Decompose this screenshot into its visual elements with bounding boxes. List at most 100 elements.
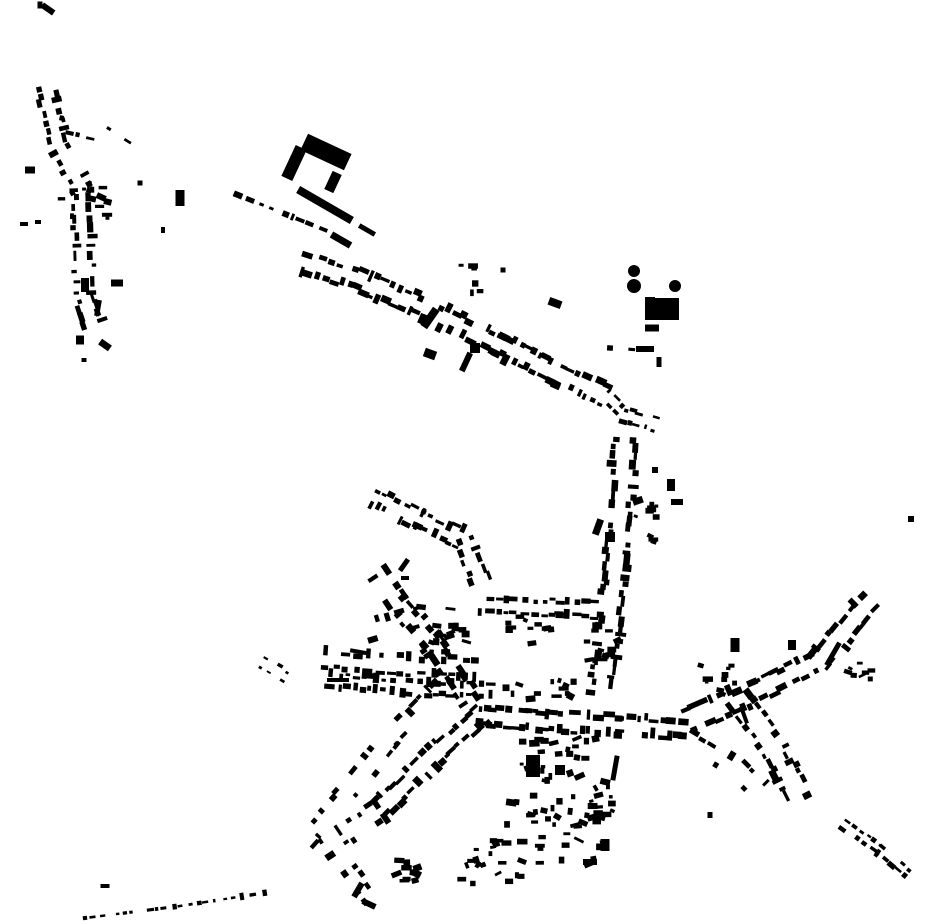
building: [473, 720, 486, 732]
building: [469, 703, 479, 713]
building: [420, 612, 429, 621]
building: [58, 124, 70, 132]
building: [405, 677, 414, 684]
building: [529, 346, 539, 356]
building: [573, 754, 581, 761]
building: [79, 170, 90, 178]
building: [607, 646, 617, 653]
building: [431, 737, 438, 745]
building: [581, 371, 594, 382]
building: [478, 706, 483, 712]
building: [857, 590, 868, 602]
building: [460, 559, 466, 567]
building: [445, 629, 456, 637]
building: [758, 692, 769, 702]
building: [393, 607, 405, 616]
building: [289, 213, 296, 221]
building: [57, 197, 66, 201]
building: [581, 598, 591, 604]
building: [605, 402, 613, 410]
building: [324, 170, 342, 194]
building: [707, 812, 713, 818]
building: [415, 603, 427, 611]
building: [412, 863, 423, 873]
building: [359, 686, 367, 694]
building: [399, 621, 406, 628]
building: [610, 490, 616, 502]
building: [129, 910, 133, 914]
building: [665, 716, 676, 725]
building: [444, 302, 454, 314]
building: [656, 357, 662, 367]
building: [420, 508, 427, 515]
building: [844, 818, 851, 825]
building: [467, 858, 477, 863]
building: [629, 437, 637, 444]
building: [445, 606, 456, 611]
building: [357, 869, 366, 878]
building: [583, 639, 591, 644]
building: [544, 776, 550, 784]
building: [329, 231, 353, 249]
building: [25, 166, 35, 174]
building: [561, 842, 570, 848]
building: [74, 232, 80, 241]
building: [746, 702, 754, 712]
building: [760, 671, 770, 679]
building: [94, 299, 102, 317]
building: [628, 347, 636, 352]
building: [405, 622, 417, 635]
building: [370, 797, 382, 810]
building: [409, 756, 419, 767]
building: [851, 823, 858, 830]
building: [824, 641, 842, 667]
building: [95, 204, 105, 209]
building: [489, 844, 497, 850]
building: [800, 673, 811, 682]
building: [87, 181, 92, 187]
building: [410, 502, 420, 510]
building: [535, 710, 546, 717]
building: [374, 501, 383, 511]
building: [784, 757, 795, 767]
building: [515, 614, 525, 619]
building: [570, 731, 578, 735]
building: [503, 334, 516, 345]
building: [352, 792, 359, 798]
building: [549, 597, 556, 601]
building: [794, 767, 802, 774]
building: [573, 824, 583, 829]
building: [60, 132, 68, 143]
building: [367, 573, 379, 584]
building: [599, 777, 611, 787]
building: [555, 600, 565, 605]
building: [392, 580, 402, 591]
building: [588, 799, 594, 804]
building: [73, 280, 81, 284]
building: [324, 850, 337, 862]
building: [741, 723, 751, 733]
building: [581, 393, 587, 401]
building: [479, 861, 487, 869]
building: [886, 860, 897, 871]
building: [281, 210, 290, 219]
building: [620, 574, 630, 582]
building: [677, 731, 687, 740]
building: [100, 884, 110, 888]
building: [37, 1, 43, 9]
building: [328, 279, 340, 287]
building: [767, 666, 780, 676]
building: [375, 790, 384, 799]
building: [359, 751, 369, 761]
building: [505, 705, 513, 713]
building: [188, 902, 193, 907]
building: [590, 664, 596, 670]
building: [485, 682, 496, 686]
building: [878, 843, 887, 851]
building: [396, 671, 404, 677]
building: [858, 829, 865, 835]
building: [658, 735, 669, 741]
building: [620, 595, 626, 607]
building: [645, 507, 654, 514]
building: [74, 304, 82, 315]
